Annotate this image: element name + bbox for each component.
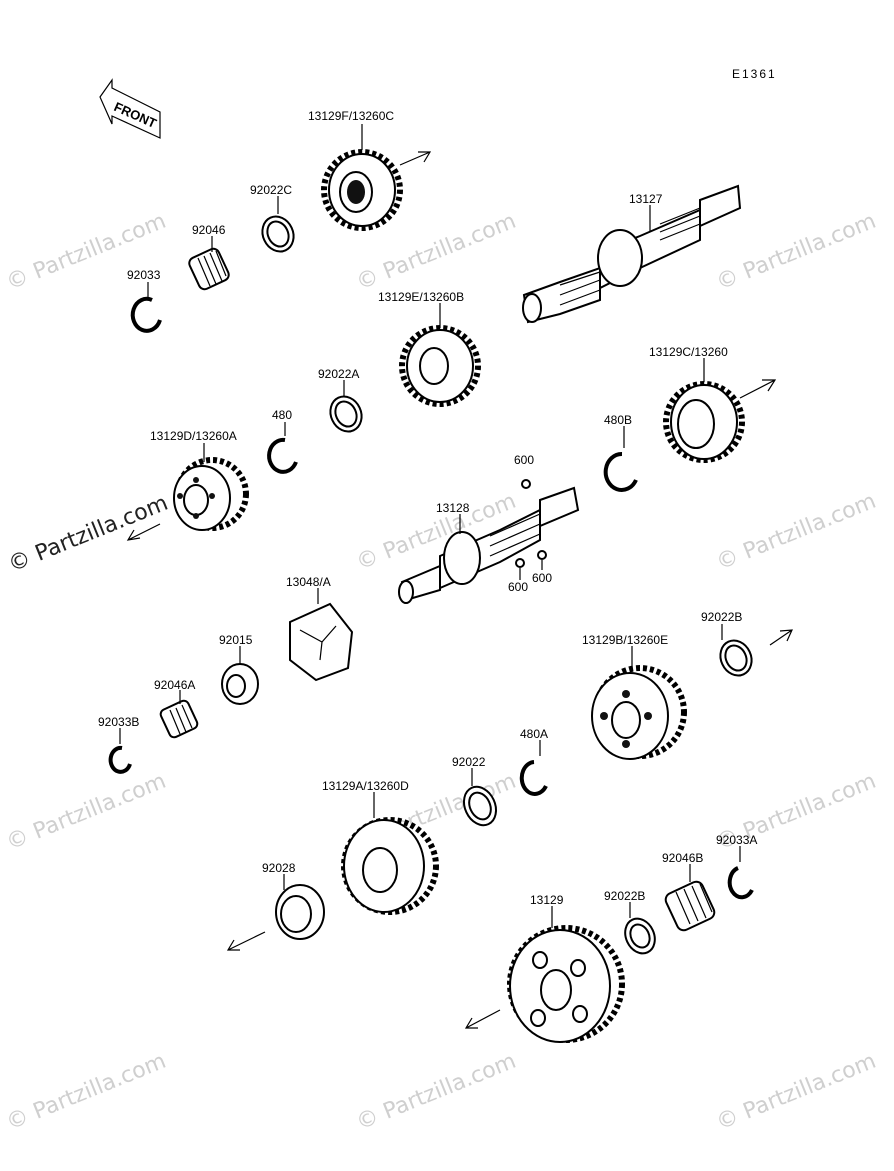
part-label[interactable]: 92022B <box>701 610 742 624</box>
circlip-480B[interactable] <box>603 451 638 492</box>
part-label[interactable]: 13127 <box>629 192 663 206</box>
part-label[interactable]: 13129E/13260B <box>378 290 464 304</box>
part-label[interactable]: 13129F/13260C <box>308 109 394 123</box>
part-label[interactable]: 600 <box>514 453 534 467</box>
collar-92028[interactable] <box>275 884 325 940</box>
circlip-92033A[interactable] <box>727 866 754 900</box>
bushing-92015[interactable] <box>221 663 259 705</box>
diagram-code: E1361 <box>732 67 777 81</box>
part-label[interactable]: 13129C/13260 <box>649 345 728 359</box>
part-label[interactable]: 600 <box>532 571 552 585</box>
watermark-text: © Partzilla.com <box>3 769 170 856</box>
gear-13129A[interactable] <box>341 817 439 915</box>
part-label[interactable]: 480A <box>520 727 548 741</box>
gear-13129[interactable] <box>507 925 625 1043</box>
circlip-92033B[interactable] <box>108 745 132 774</box>
part-label[interactable]: 92015 <box>219 633 253 647</box>
part-label[interactable]: 92022 <box>452 755 486 769</box>
part-label[interactable]: 92022C <box>250 183 292 197</box>
part-label[interactable]: 13129D/13260A <box>150 429 237 443</box>
part-label[interactable]: 480 <box>272 408 292 422</box>
washer-92022B[interactable] <box>620 914 661 958</box>
gear-13129C[interactable] <box>663 381 745 463</box>
circlip-480A[interactable] <box>519 760 548 796</box>
part-label[interactable]: 480B <box>604 413 632 427</box>
gear-13129E[interactable] <box>399 325 481 407</box>
gear-13129F[interactable] <box>321 149 403 231</box>
part-label[interactable]: 13129 <box>530 893 564 907</box>
part-label[interactable]: 92033B <box>98 715 139 729</box>
circlip-92033[interactable] <box>130 296 162 333</box>
bearing-92046B[interactable] <box>663 879 716 932</box>
shift-dog-13048[interactable] <box>289 602 354 682</box>
part-label[interactable]: 92046 <box>192 223 226 237</box>
part-label[interactable]: 92028 <box>262 861 296 875</box>
part-label[interactable]: 13048/A <box>286 575 331 589</box>
watermark-text: © Partzilla.com <box>713 209 880 296</box>
watermark-text: © Partzilla.com <box>3 1049 170 1136</box>
part-label[interactable]: 92022B <box>604 889 645 903</box>
part-label[interactable]: 92046A <box>154 678 195 692</box>
part-label[interactable]: 92033 <box>127 268 161 282</box>
washer-92022[interactable] <box>458 782 502 831</box>
shaft-13128[interactable] <box>398 486 580 604</box>
washer-92022A[interactable] <box>325 391 367 436</box>
bearing-92046[interactable] <box>187 247 230 291</box>
washer-92022C[interactable] <box>257 211 299 256</box>
part-label[interactable]: 92046B <box>662 851 703 865</box>
watermark-text-strong: © Partzilla.com <box>5 491 172 578</box>
ball-600[interactable] <box>515 558 525 568</box>
part-label[interactable]: 92022A <box>318 367 359 381</box>
watermark-text: © Partzilla.com <box>713 1049 880 1136</box>
circlip-480[interactable] <box>267 437 298 474</box>
axis-marks <box>126 151 793 1029</box>
gear-13129D[interactable] <box>173 457 249 531</box>
watermark-text: © Partzilla.com <box>353 1049 520 1136</box>
ball-600[interactable] <box>521 479 531 489</box>
washer-92022B[interactable] <box>715 635 757 680</box>
part-label[interactable]: 92033A <box>716 833 757 847</box>
gear-13129B[interactable] <box>591 665 687 760</box>
part-label[interactable]: 13129B/13260E <box>582 633 668 647</box>
front-arrow-icon: FRONT <box>99 78 161 139</box>
shaft-13127[interactable] <box>522 184 742 324</box>
part-label[interactable]: 600 <box>508 580 528 594</box>
watermark-text: © Partzilla.com <box>3 209 170 296</box>
ball-600[interactable] <box>537 550 547 560</box>
part-label[interactable]: 13128 <box>436 501 470 515</box>
bearing-92046A[interactable] <box>159 699 199 739</box>
watermark-text: © Partzilla.com <box>713 489 880 576</box>
part-label[interactable]: 13129A/13260D <box>322 779 409 793</box>
